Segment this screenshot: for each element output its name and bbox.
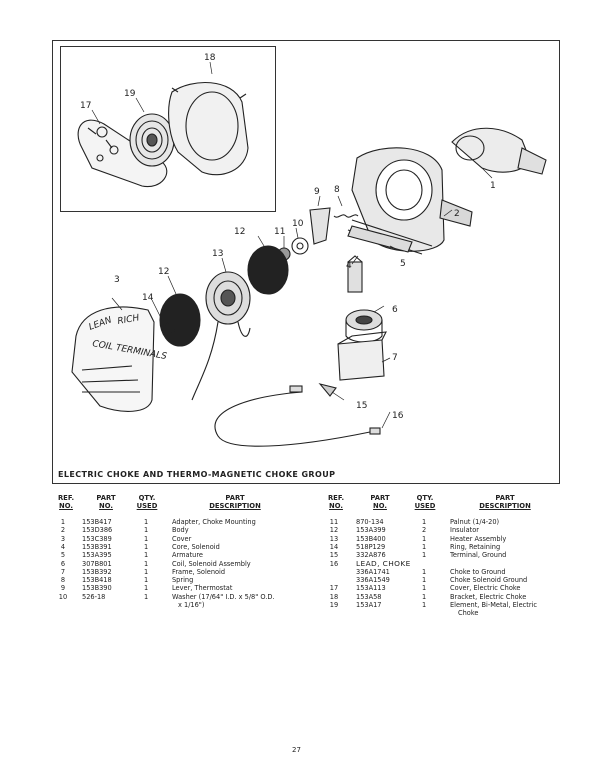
callout-19: 19 xyxy=(124,89,136,99)
header-ref-left: REF. NO. xyxy=(57,494,75,510)
diagram-frame xyxy=(52,40,560,484)
callout-6: 6 xyxy=(392,305,398,315)
inset-frame xyxy=(60,46,276,212)
header-part-no-right: PART NO. xyxy=(370,494,390,510)
header-desc-right: PART DESCRIPTION xyxy=(479,494,531,510)
cover-text-rich: RICH xyxy=(117,313,141,327)
callout-15: 15 xyxy=(356,401,367,411)
callout-1: 1 xyxy=(490,181,496,191)
part-14-retaining-ring xyxy=(165,321,177,333)
callout-3: 3 xyxy=(114,275,120,285)
exploded-view-diagram: LEAN RICH COIL TERMINALS 1 2 3 4 5 6 7 8… xyxy=(71,53,547,447)
callout-16: 16 xyxy=(392,411,404,421)
figure-caption: ELECTRIC CHOKE AND THERMO-MAGNETIC CHOKE… xyxy=(58,470,336,479)
callout-18: 18 xyxy=(204,53,216,63)
part-3-cover xyxy=(71,306,155,412)
header-part-no-left: PART NO. xyxy=(96,494,116,510)
callout-10: 10 xyxy=(292,219,304,229)
part-8-spring xyxy=(333,214,359,218)
header-qty-left: QTY. USED xyxy=(136,494,158,510)
part-4-solenoid-core xyxy=(347,255,363,293)
callout-4: 4 xyxy=(346,261,352,271)
part-19-bimetal-element xyxy=(129,113,175,167)
callout-13: 13 xyxy=(212,249,223,259)
callout-5: 5 xyxy=(400,259,406,269)
callout-2: 2 xyxy=(454,209,460,219)
callout-11: 11 xyxy=(274,227,285,237)
part-1-choke-mounting-adapter xyxy=(451,127,547,175)
callout-12a: 12 xyxy=(234,227,245,237)
callout-14: 14 xyxy=(142,293,154,303)
part-6-solenoid-coil xyxy=(345,309,383,343)
callout-9: 9 xyxy=(314,187,320,197)
part-12-insulator xyxy=(247,245,289,295)
part-9-thermostat-lever xyxy=(309,207,331,245)
part-13-heater-assembly xyxy=(191,271,251,401)
header-ref-right: REF. NO. xyxy=(327,494,345,510)
part-18-choke-bracket xyxy=(168,82,249,176)
callout-8: 8 xyxy=(334,185,340,195)
callout-7: 7 xyxy=(392,353,398,363)
part-16-choke-lead xyxy=(214,385,381,447)
part-10-washer xyxy=(291,237,309,255)
header-desc-left: PART DESCRIPTION xyxy=(209,494,261,510)
part-7-solenoid-frame xyxy=(337,331,387,381)
part-12-insulator-2 xyxy=(159,293,201,347)
header-qty-right: QTY. USED xyxy=(414,494,436,510)
part-15-ground-terminal xyxy=(318,383,337,397)
part-5-armature xyxy=(347,225,413,253)
page-number: 27 xyxy=(292,746,301,754)
part-2-body xyxy=(347,147,473,255)
callout-17: 17 xyxy=(80,101,91,111)
callout-12b: 12 xyxy=(158,267,169,277)
